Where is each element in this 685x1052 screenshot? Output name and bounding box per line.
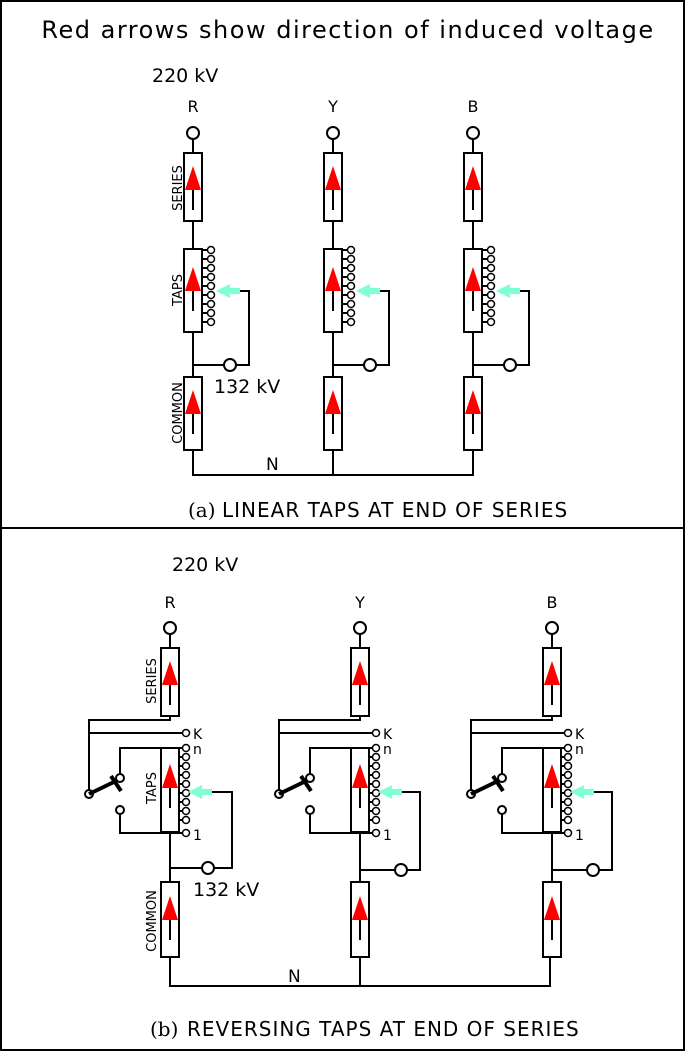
tap-points [369, 743, 381, 838]
panel-a-phase-b: B [463, 97, 530, 451]
panel-a-phase-y: Y [323, 97, 390, 451]
hv-terminal [186, 126, 200, 140]
tap-lead [516, 290, 530, 366]
panel-b-taps-label: TAPS [145, 772, 160, 805]
phase-label-r: R [187, 97, 198, 116]
panel-b-hv-voltage: 220 kV [172, 554, 238, 576]
lv-terminal [394, 863, 408, 877]
panel-b-phase-y: Y K n 1 [274, 593, 421, 958]
phase-label-y: Y [354, 593, 365, 612]
tap-k-label: K [193, 727, 203, 743]
series-lead [278, 716, 361, 790]
lv-terminal [586, 863, 600, 877]
panel-a-series-label: SERIES [171, 165, 186, 211]
panel-b: 220 kV 132 kV N (b) REVERSING TAPS AT EN… [84, 554, 613, 1041]
panel-b-frame [0, 527, 685, 1051]
reversing-contact [115, 805, 125, 815]
phase-label-r: R [164, 593, 175, 612]
panel-a-hv-voltage: 220 kV [152, 65, 218, 87]
reversing-contact [305, 773, 315, 783]
tap-lead [212, 791, 233, 869]
panel-b-lv-voltage: 132 kV [193, 879, 259, 901]
panel-b-caption-prefix: (b) [150, 1017, 178, 1041]
diagram-title: Red arrows show direction of induced vol… [41, 16, 654, 44]
tap-n-label: n [383, 742, 392, 758]
reversing-contact [497, 773, 507, 783]
series-lead [470, 716, 553, 790]
panel-a-caption: LINEAR TAPS AT END OF SERIES [222, 498, 568, 522]
panel-a-lv-voltage: 132 kV [214, 376, 280, 398]
panel-a-caption-prefix: (a) [188, 498, 216, 522]
reversing-contact [115, 773, 125, 783]
tap-points [342, 245, 356, 327]
hv-terminal [545, 621, 559, 635]
tap-selector-pointer [570, 785, 594, 799]
tap-selector-pointer [188, 785, 212, 799]
hv-terminal [163, 621, 177, 635]
tap-k-terminal [563, 728, 573, 738]
panel-b-neutral-label: N [288, 967, 301, 987]
reversing-contact [497, 805, 507, 815]
tap-lead [594, 791, 613, 871]
panel-b-common-label: COMMON [145, 890, 160, 952]
reversing-switch-blade [470, 779, 499, 796]
reversing-contact [305, 805, 315, 815]
tap-n-label: n [193, 742, 202, 758]
tap-k-terminal [371, 728, 381, 738]
tap-n-label: n [575, 742, 584, 758]
tap-selector-pointer [356, 284, 380, 298]
tap-lead [402, 791, 421, 871]
panel-a-phase-r: R [183, 97, 250, 451]
phase-label-y: Y [327, 97, 338, 116]
tap-selector-pointer [216, 284, 240, 298]
panel-a-taps-label: TAPS [171, 274, 186, 307]
hv-terminal [466, 126, 480, 140]
series-lead [88, 716, 171, 790]
tap-lead [376, 290, 390, 366]
panel-a-neutral-bus [192, 450, 474, 476]
tap-k-label: K [575, 727, 585, 743]
panel-b-caption: REVERSING TAPS AT END OF SERIES [187, 1017, 580, 1041]
hv-terminal [326, 126, 340, 140]
tap-1-label: 1 [383, 828, 392, 844]
tap-points [202, 245, 216, 327]
tap-selector-pointer [496, 284, 520, 298]
lv-terminal [223, 358, 237, 372]
tap-points [179, 743, 191, 838]
lv-terminal [503, 358, 517, 372]
phase-label-b: B [547, 593, 558, 612]
tap-1-label: 1 [575, 828, 584, 844]
tap-selector-pointer [378, 785, 402, 799]
reversing-switch-blade [88, 779, 117, 796]
panel-b-phase-r: R K n 1 [84, 593, 233, 958]
reversing-switch-blade [278, 779, 307, 796]
tap-points [561, 743, 573, 838]
panel-b-phase-b: B K n 1 [466, 593, 613, 958]
tap-k-terminal [181, 728, 191, 738]
tap-points [482, 245, 496, 327]
panel-b-neutral-bus [169, 957, 551, 987]
panel-b-series-label: SERIES [145, 658, 160, 704]
hv-terminal [353, 621, 367, 635]
phase-label-b: B [468, 97, 479, 116]
lv-terminal [201, 861, 215, 875]
panel-a: 220 kV 132 kV N (a) LINEAR TAPS AT END O… [152, 65, 568, 522]
tap-1-label: 1 [193, 828, 202, 844]
tap-k-label: K [383, 727, 393, 743]
lv-terminal [363, 358, 377, 372]
panel-a-common-label: COMMON [171, 382, 186, 444]
tap-lead [236, 290, 250, 366]
panel-a-neutral-label: N [266, 455, 279, 475]
